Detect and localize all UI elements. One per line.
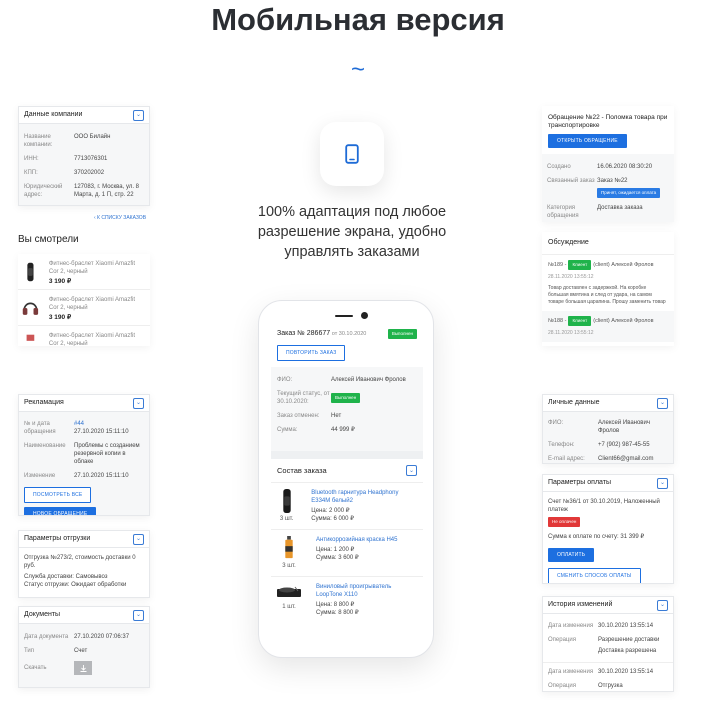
order-title: Заказ № 286677	[277, 330, 331, 337]
order-product[interactable]: 3 шт. Bluetooth гарнитура Headphony E334…	[279, 489, 399, 522]
appeal-title: Обращение №22 - Поломка товара при транс…	[548, 114, 668, 129]
back-to-orders-link[interactable]: ‹ К СПИСКУ ЗАКАЗОВ	[94, 215, 147, 221]
smartphone-icon	[345, 144, 359, 164]
viewed-item[interactable]: Фитнес-браслет Xiaomi Amazfit Cor 2, чер…	[18, 290, 150, 326]
documents-card-header[interactable]: Документы ⌄	[19, 607, 149, 624]
claim-card-header[interactable]: Рекламация ⌄	[19, 395, 149, 412]
spray-can-icon	[285, 536, 293, 559]
download-button[interactable]	[74, 661, 92, 675]
personal-card-header[interactable]: Личные данные ⌄	[543, 395, 673, 412]
headphones-icon	[22, 302, 39, 315]
company-card-title: Данные компании	[24, 111, 83, 118]
viewed-item[interactable]: Фитнес-браслет Xiaomi Amazfit Cor 2, чер…	[18, 326, 150, 346]
chevron-down-icon[interactable]: ⌄	[133, 397, 144, 409]
fitness-band-icon	[282, 489, 291, 513]
shipping-card: Параметры отгрузки ⌄ Отгрузка №273/2, ст…	[18, 530, 150, 598]
company-card: Данные компании ⌄ Название компании:ООО …	[18, 106, 150, 206]
shipping-card-header[interactable]: Параметры отгрузки ⌄	[19, 531, 149, 548]
company-row: Юридический адрес:127083, г. Москва, ул.…	[24, 184, 140, 198]
company-card-header[interactable]: Данные компании ⌄	[19, 107, 149, 124]
pay-button[interactable]: ОПЛАТИТЬ	[548, 548, 595, 562]
view-all-button[interactable]: ПОСМОТРЕТЬ ВСЕ	[24, 487, 92, 503]
composition-title: Состав заказа	[277, 465, 327, 475]
phone-camera	[361, 312, 368, 319]
discussion-message: №189 -Клиент(client) Алексей Фролов 28.1…	[548, 260, 666, 305]
discussion-title: Обсуждение	[542, 232, 674, 255]
page-heading: Мобильная версия	[211, 2, 505, 37]
viewed-title: Вы смотрели	[18, 234, 79, 245]
phone-speaker	[335, 315, 353, 317]
company-row: Название компании:ООО Билайн	[24, 134, 111, 148]
appeal-card: Обращение №22 - Поломка товара при транс…	[542, 106, 674, 222]
phone-mockup: Заказ № 286677 от 30.10.2020 Выполнен ПО…	[258, 300, 434, 658]
chevron-down-icon[interactable]: ⌄	[406, 465, 417, 476]
order-status-badge: Принят, ожидается оплата	[597, 188, 661, 198]
new-appeal-button[interactable]: НОВОЕ ОБРАЩЕНИЕ	[24, 507, 97, 515]
open-appeal-button[interactable]: ОТКРЫТЬ ОБРАЩЕНИЕ	[548, 134, 627, 148]
download-icon	[80, 664, 86, 672]
chevron-down-icon[interactable]: ⌄	[657, 477, 668, 489]
payment-status-badge: Не оплачен	[548, 517, 581, 527]
company-row: КПП:370202002	[24, 170, 105, 176]
payment-card-header[interactable]: Параметры оплаты ⌄	[543, 475, 673, 492]
company-row: ИНН:7713076301	[24, 156, 108, 162]
order-product[interactable]: 1 шт. Виниловый проигрыватель LoopTone X…	[271, 576, 423, 623]
chevron-down-icon[interactable]: ⌄	[133, 533, 144, 545]
tilde-decoration: ~	[350, 56, 365, 83]
fitness-band-icon	[27, 262, 34, 282]
chevron-down-icon[interactable]: ⌄	[133, 609, 144, 621]
product-thumb-icon	[26, 334, 35, 341]
turntable-icon	[277, 586, 301, 597]
viewed-item[interactable]: Фитнес-браслет Xiaomi Amazfit Cor 2, чер…	[18, 254, 150, 290]
mobile-icon-tile	[320, 122, 384, 186]
repeat-order-button[interactable]: ПОВТОРИТЬ ЗАКАЗ	[277, 345, 346, 361]
change-payment-button[interactable]: СМЕНИТЬ СПОСОБ ОПЛАТЫ	[548, 568, 641, 583]
phone-screen: Заказ № 286677 от 30.10.2020 Выполнен ПО…	[271, 319, 423, 643]
personal-card: Личные данные ⌄ ФИО:Алексей Иванович Фро…	[542, 394, 674, 464]
discussion-message: №188 -Клиент(client) Алексей Фролов 28.1…	[542, 311, 674, 342]
chevron-down-icon[interactable]: ⌄	[657, 599, 668, 611]
chevron-down-icon[interactable]: ⌄	[657, 397, 668, 409]
chevron-down-icon[interactable]: ⌄	[133, 109, 144, 121]
order-status-badge: Выполнен	[387, 329, 417, 339]
history-card-header[interactable]: История изменений ⌄	[543, 597, 673, 614]
payment-card: Параметры оплаты ⌄ Счет №36/1 от 30.10.2…	[542, 474, 674, 584]
discussion-card: Обсуждение №189 -Клиент(client) Алексей …	[542, 232, 674, 346]
tagline: 100% адаптация под любое разрешение экра…	[257, 204, 447, 260]
viewed-list: Фитнес-браслет Xiaomi Amazfit Cor 2, чер…	[18, 254, 150, 346]
order-product[interactable]: 3 шт. Антикоррозийная краска H45 Цена: 1…	[271, 529, 423, 576]
